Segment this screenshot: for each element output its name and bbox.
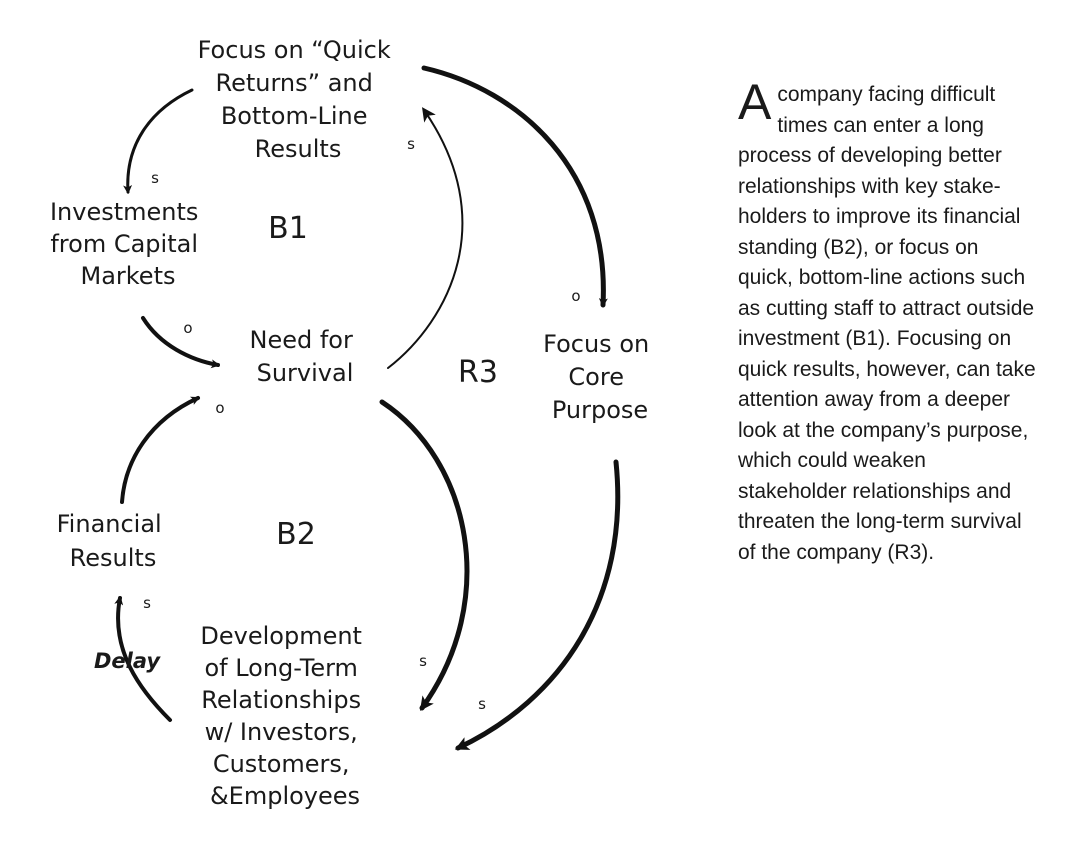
arrow-need-to-relationships bbox=[379, 399, 470, 711]
loop-label-b2: B2 bbox=[276, 517, 316, 552]
arrow-investments-to-need bbox=[141, 316, 221, 369]
node-line: Relationships bbox=[201, 686, 361, 714]
node-investments: Investments from Capital Markets bbox=[50, 198, 206, 290]
polarity-quick-to-investments: s bbox=[151, 169, 159, 187]
loop-label-r3: R3 bbox=[458, 355, 498, 390]
node-line: Development bbox=[200, 622, 362, 650]
polarity-need-to-quick: s bbox=[407, 135, 415, 153]
node-line: Returns” and bbox=[216, 69, 373, 97]
node-line: Financial bbox=[57, 510, 162, 538]
polarity-relationships-to-financial: s bbox=[143, 594, 151, 612]
arrow-quick-to-core bbox=[421, 65, 608, 308]
delay-label: Delay bbox=[94, 649, 161, 673]
node-line: w/ Investors, bbox=[205, 718, 358, 746]
node-line: Results bbox=[70, 544, 157, 572]
caption-body: company facing difficult times can enter… bbox=[738, 83, 1036, 564]
node-line: Customers, bbox=[213, 750, 350, 778]
node-line: Survival bbox=[257, 359, 354, 387]
node-line: Core bbox=[568, 363, 624, 391]
node-line: Focus on “Quick bbox=[198, 36, 391, 64]
loop-label-b1: B1 bbox=[268, 211, 308, 246]
node-line: of Long-Term bbox=[204, 654, 357, 682]
polarity-need-to-relationships: s bbox=[419, 652, 427, 670]
node-line: Need for bbox=[250, 326, 353, 354]
arrow-relationships-to-financial bbox=[114, 595, 172, 722]
arrow-need-to-quick bbox=[387, 107, 464, 369]
node-line: Results bbox=[255, 135, 342, 163]
node-core-purpose: Focus on Core Purpose bbox=[543, 330, 657, 424]
node-need-survival: Need for Survival bbox=[250, 326, 361, 387]
node-quick-returns: Focus on “Quick Returns” and Bottom-Line… bbox=[198, 36, 399, 163]
node-line: Markets bbox=[80, 262, 175, 290]
arrow-quick-to-investments bbox=[123, 88, 194, 195]
polarity-financial-to-need: o bbox=[215, 399, 224, 417]
node-line: Bottom-Line bbox=[221, 102, 368, 130]
node-line: Purpose bbox=[552, 396, 648, 424]
arrow-core-to-relationships bbox=[454, 459, 621, 751]
polarity-quick-to-core: o bbox=[571, 287, 580, 305]
drop-cap: A bbox=[738, 74, 772, 130]
node-line: &Employees bbox=[210, 782, 360, 810]
arrow-financial-to-need bbox=[120, 396, 201, 504]
causal-loop-diagram: Focus on “Quick Returns” and Bottom-Line… bbox=[50, 36, 657, 810]
node-line: Focus on bbox=[543, 330, 649, 358]
node-line: Investments bbox=[50, 198, 198, 226]
node-financial-results: Financial Results bbox=[57, 510, 170, 572]
polarity-core-to-relationships: s bbox=[478, 695, 486, 713]
node-line: from Capital bbox=[50, 230, 198, 258]
polarity-investments-to-need: o bbox=[183, 319, 192, 337]
node-relationships: Development of Long-Term Relationships w… bbox=[200, 622, 369, 810]
